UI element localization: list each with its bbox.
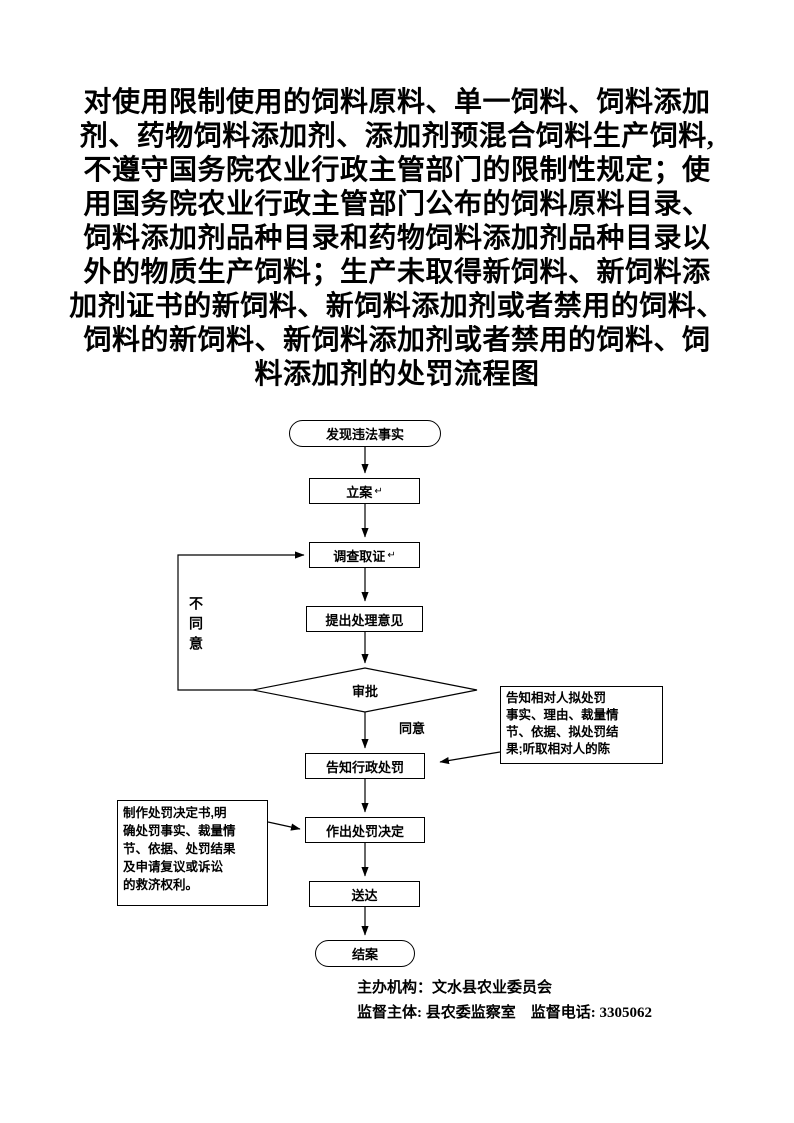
edge-label-disagree: 不同意	[188, 596, 204, 656]
footer-supervisor: 监督主体: 县农委监察室 监督电话: 3305062	[357, 1005, 652, 1021]
title-line: 不遵守国务院农业行政主管部门的限制性规定；使	[83, 155, 711, 186]
title-line: 用国务院农业行政主管部门公布的饲料原料目录、	[83, 189, 711, 220]
title-line: 料添加剂的处罚流程图	[254, 359, 540, 390]
flow-node-propose-label: 提出处理意见	[325, 612, 404, 628]
callout-decision-details: 制作处罚决定书,明 确处罚事实、裁量情 节、依据、处罚结果 及申请复议或诉讼 的…	[117, 800, 268, 906]
flow-node-deliver-label: 送达	[351, 887, 378, 903]
flow-node-notify: 告知行政处罚	[305, 753, 425, 779]
callout-line: 告知相对人拟处罚	[506, 691, 607, 705]
callout-line: 事实、理由、裁量情	[506, 708, 619, 722]
flow-node-decide-label: 作出处罚决定	[325, 823, 404, 839]
footer-organizer: 主办机构：文水县农业委员会	[357, 980, 553, 996]
flow-node-file-case: 立案↵	[309, 478, 420, 504]
callout-line: 节、依据、拟处罚结	[506, 725, 619, 739]
edge-label-agree: 同意	[398, 720, 425, 736]
flow-node-decide: 作出处罚决定	[305, 817, 425, 843]
flow-node-notify-label: 告知行政处罚	[325, 759, 404, 775]
callout-line: 及申请复议或诉讼	[123, 860, 224, 874]
return-mark-icon: ↵	[387, 549, 396, 561]
callout-line: 果;听取相对人的陈	[506, 742, 611, 756]
return-mark-icon: ↵	[374, 485, 383, 497]
flow-node-close-case: 结案	[315, 940, 415, 967]
flow-node-investigate-label: 调查取证	[333, 548, 386, 564]
title-line: 外的物质生产饲料；生产未取得新饲料、新饲料添	[83, 257, 711, 288]
callout-line: 确处罚事实、裁量情	[123, 824, 236, 838]
flow-node-investigate: 调查取证↵	[309, 542, 420, 568]
callout-line: 制作处罚决定书,明	[123, 806, 227, 820]
flow-node-approve-label: 审批	[351, 683, 378, 699]
title-line: 饲料的新饲料、新饲料添加剂或者禁用的饲料、饲	[83, 325, 711, 356]
title-line: 对使用限制使用的饲料原料、单一饲料、饲料添加	[83, 87, 711, 118]
callout-line: 的救济权利。	[123, 878, 199, 892]
callout-line: 节、依据、处罚结果	[123, 842, 236, 856]
flow-node-start: 发现违法事实	[289, 420, 441, 447]
title-line: 加剂证书的新饲料、新饲料添加剂或者禁用的饲料、	[69, 291, 725, 322]
flow-node-propose: 提出处理意见	[306, 606, 423, 632]
document-footer: 主办机构：文水县农业委员会 监督主体: 县农委监察室 监督电话: 3305062	[357, 976, 652, 1026]
callout-notify-details: 告知相对人拟处罚 事实、理由、裁量情 节、依据、拟处罚结 果;听取相对人的陈	[500, 686, 663, 764]
flow-node-deliver: 送达	[309, 881, 420, 907]
flow-node-start-label: 发现违法事实	[325, 427, 404, 442]
title-line: 饲料添加剂品种目录和药物饲料添加剂品种目录以	[83, 223, 711, 254]
flow-node-close-case-label: 结案	[351, 947, 378, 962]
document-title: 对使用限制使用的饲料原料、单一饲料、饲料添加 剂、药物饲料添加剂、添加剂预混合饲…	[50, 86, 744, 392]
title-line: 剂、药物饲料添加剂、添加剂预混合饲料生产饲料,	[79, 121, 715, 152]
flow-node-file-case-label: 立案	[346, 484, 373, 500]
